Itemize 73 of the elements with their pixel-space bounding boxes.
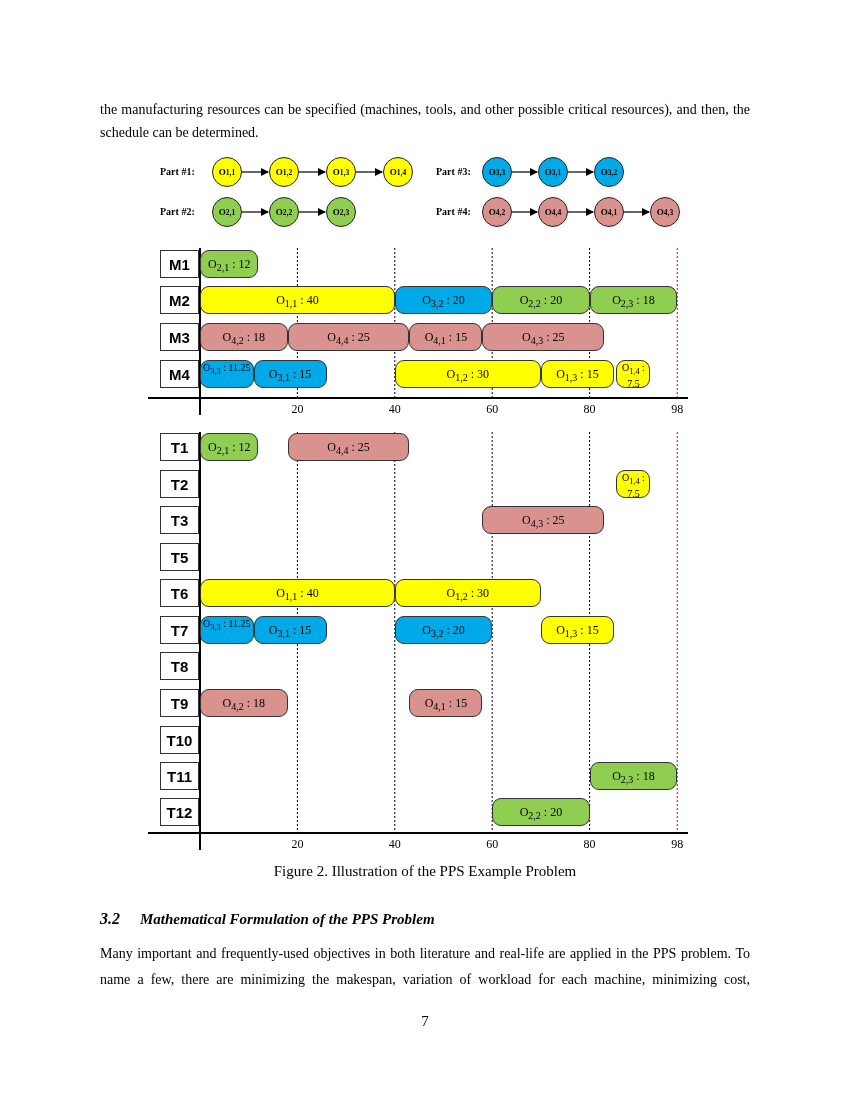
task-bar: O$_{4,3}$ : 25 bbox=[482, 506, 605, 534]
task-bar: O$_{4,1}$ : 15 bbox=[409, 689, 483, 717]
section-heading: Mathematical Formulation of the PPS Problem bbox=[140, 910, 436, 929]
arrow bbox=[567, 208, 594, 216]
row-header: M1 bbox=[160, 250, 199, 278]
tick-label: 20 bbox=[290, 402, 305, 416]
task-bar: O$_{1,4}$ : 7.5 bbox=[616, 470, 651, 498]
tick-label: 40 bbox=[387, 837, 402, 851]
task-bar: O$_{1,2}$ : 30 bbox=[394, 360, 541, 388]
part-label: Part #3: bbox=[436, 165, 472, 179]
task-bar: O$_{3,2}$ : 20 bbox=[394, 616, 493, 644]
task-bar: O$_{3,1}$ : 15 bbox=[253, 360, 327, 388]
row-header: T1 bbox=[160, 433, 199, 461]
row-header: T11 bbox=[160, 762, 199, 790]
task-bar: O$_{2,1}$ : 12 bbox=[200, 250, 259, 278]
row-header: T3 bbox=[160, 506, 199, 534]
row-header: T10 bbox=[160, 726, 199, 754]
part-label: Part #1: bbox=[160, 165, 196, 179]
task-bar: O$_{4,2}$ : 18 bbox=[200, 323, 288, 351]
tick-label: 80 bbox=[582, 837, 597, 851]
task-bar: O$_{4,3}$ : 25 bbox=[482, 323, 605, 351]
task-bar: O$_{3,3}$ : 11.25 bbox=[200, 616, 254, 644]
row-header: T7 bbox=[160, 616, 199, 644]
tick-label: 60 bbox=[485, 837, 500, 851]
task-bar: O$_{4,1}$ : 15 bbox=[409, 323, 483, 351]
page-number: 7 bbox=[420, 1012, 430, 1030]
arrow bbox=[511, 168, 538, 176]
task-bar: O$_{3,3}$ : 11.25 bbox=[200, 360, 254, 388]
row-header: M3 bbox=[160, 323, 199, 351]
row-header: T5 bbox=[160, 543, 199, 571]
task-bar: O$_{2,1}$ : 12 bbox=[200, 433, 259, 461]
arrow bbox=[241, 168, 269, 176]
row-header: M4 bbox=[160, 360, 199, 388]
task-bar: O$_{3,2}$ : 20 bbox=[394, 286, 493, 314]
tick-label: 40 bbox=[387, 402, 402, 416]
row-header: T8 bbox=[160, 652, 199, 680]
task-bar: O$_{4,2}$ : 18 bbox=[200, 689, 288, 717]
arrow bbox=[241, 208, 269, 216]
arrow bbox=[623, 208, 650, 216]
task-bar: O$_{1,2}$ : 30 bbox=[394, 579, 541, 607]
part-label: Part #2: bbox=[160, 205, 196, 219]
tick-label: 60 bbox=[485, 402, 500, 416]
row-header: M2 bbox=[160, 286, 199, 314]
task-bar: O$_{3,1}$ : 15 bbox=[253, 616, 327, 644]
row-header: T2 bbox=[160, 470, 199, 498]
tick-label: 20 bbox=[290, 837, 305, 851]
paragraph: the manufacturing resources can be specified (machines, tools, and other possible critical resources), and then, the schedule can be determined. bbox=[100, 101, 750, 142]
task-bar: O$_{1,1}$ : 40 bbox=[200, 286, 395, 314]
row-header: T12 bbox=[160, 798, 199, 826]
arrow bbox=[355, 168, 383, 176]
task-bar: O$_{2,3}$ : 18 bbox=[589, 762, 678, 790]
row-header: T9 bbox=[160, 689, 199, 717]
task-bar: O$_{4,4}$ : 25 bbox=[287, 433, 410, 461]
tick-label: 98 bbox=[670, 402, 685, 416]
task-bar: O$_{2,3}$ : 18 bbox=[589, 286, 678, 314]
task-bar: O$_{2,2}$ : 20 bbox=[492, 286, 590, 314]
figure-caption: Figure 2. Illustration of the PPS Example Problem bbox=[272, 862, 578, 880]
task-bar: O$_{1,3}$ : 15 bbox=[540, 616, 614, 644]
task-bar: O$_{2,2}$ : 20 bbox=[492, 798, 590, 826]
task-bar: O$_{1,4}$ : 7.5 bbox=[616, 360, 651, 388]
task-bar: O$_{1,1}$ : 40 bbox=[200, 579, 395, 607]
tick-label: 80 bbox=[582, 402, 597, 416]
arrow bbox=[511, 208, 538, 216]
arrow bbox=[298, 208, 326, 216]
paragraph: Many important and frequently-used objectives in both literature and real-life are applied in the PPS problem. To name a few, there are minimizing the makespan, variation of workload for each machine, minimizing cost, bbox=[100, 945, 750, 989]
row-header: T6 bbox=[160, 579, 199, 607]
task-bar: O$_{4,4}$ : 25 bbox=[287, 323, 410, 351]
tick-label: 98 bbox=[670, 837, 685, 851]
arrow bbox=[567, 168, 594, 176]
arrow bbox=[298, 168, 326, 176]
task-bar: O$_{1,3}$ : 15 bbox=[540, 360, 614, 388]
part-label: Part #4: bbox=[436, 205, 472, 219]
section-number: 3.2 bbox=[100, 909, 121, 929]
